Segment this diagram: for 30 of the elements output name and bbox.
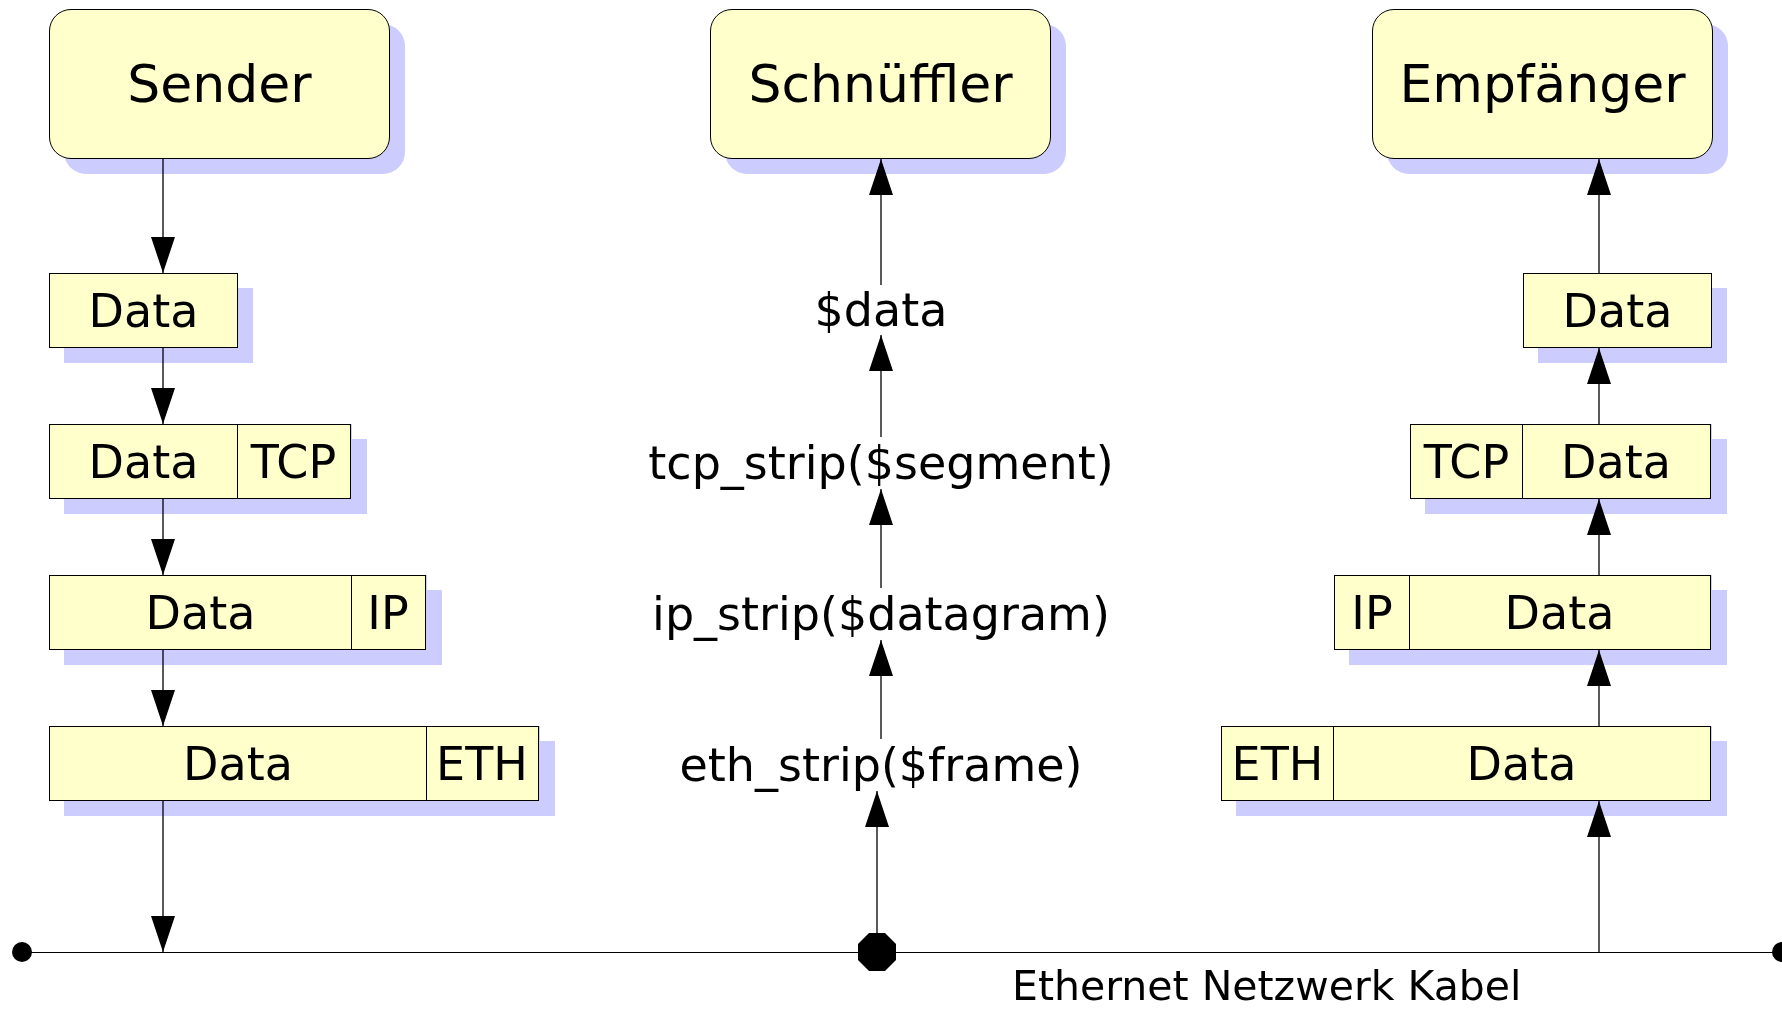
arrow: [869, 639, 893, 740]
arrow: [1587, 649, 1611, 727]
arrow: [869, 488, 893, 589]
arrow: [151, 800, 175, 953]
cable-label: Ethernet Netzwerk Kabel: [1012, 964, 1522, 1010]
header-field: IP: [350, 575, 426, 650]
arrow: [869, 334, 893, 438]
packet-field: Data: [1408, 575, 1711, 650]
arrow: [151, 649, 175, 727]
header-field: TCP: [236, 424, 351, 499]
arrow: [869, 158, 893, 286]
packet-field: Data: [49, 726, 427, 801]
header-field: TCP: [1410, 424, 1523, 499]
arrow: [151, 347, 175, 425]
arrow: [151, 498, 175, 576]
header-field: ETH: [425, 726, 539, 801]
arrow: [1587, 158, 1611, 274]
packet-field: Data: [49, 424, 238, 499]
arrow: [1587, 347, 1611, 425]
payload-field: Data: [49, 273, 238, 348]
packet-field: Data: [1521, 424, 1711, 499]
payload-field: Data: [1523, 273, 1712, 348]
arrow: [1587, 498, 1611, 576]
arrow: [151, 158, 175, 274]
header-field: ETH: [1221, 726, 1334, 801]
header-field: IP: [1334, 575, 1410, 650]
arrow: [1587, 800, 1611, 953]
arrow: [865, 790, 889, 934]
packet-field: Data: [1332, 726, 1711, 801]
packet-field: Data: [49, 575, 352, 650]
